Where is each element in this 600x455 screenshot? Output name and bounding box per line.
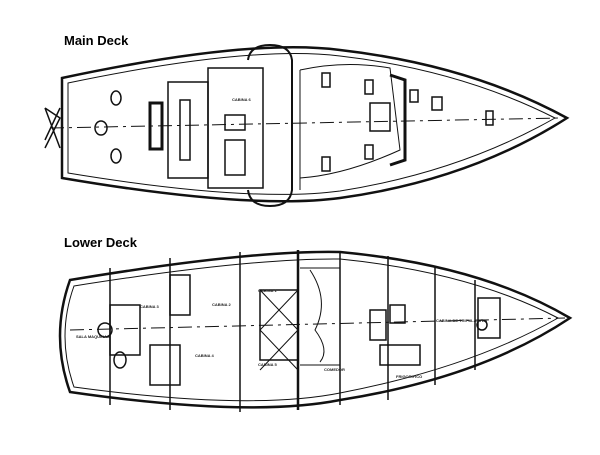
label-cabin-3: CABINA 3 <box>140 304 160 309</box>
main-deck-title: Main Deck <box>64 33 129 48</box>
label-fridge: FRIGORIFICO <box>396 374 422 379</box>
label-cabin-5: CABINA 5 <box>258 362 278 367</box>
deckhouse <box>167 81 209 179</box>
main-centerline <box>49 117 561 129</box>
lower-deck-plan: SALA MAQUINAS CABINA 1 CABINA 2 CABINA 3… <box>58 250 573 412</box>
label-engine-room: SALA MAQUINAS <box>76 334 110 339</box>
main-hull-inner <box>67 53 557 195</box>
main-hull-outline <box>60 45 570 203</box>
lower-deck-title: Lower Deck <box>64 235 137 250</box>
label-cabin-2: CABINA 2 <box>212 302 232 307</box>
label-crew-cabin: CABINA DE TRIPULANTES <box>436 318 488 323</box>
label-cabin-6: CABINA 6 <box>232 97 252 102</box>
stern-davit <box>44 107 61 149</box>
label-cabin-4: CABINA 4 <box>195 353 215 358</box>
label-cabin-1: CABINA 1 <box>258 288 278 293</box>
main-deck-plan: CABINA 6 <box>44 43 570 208</box>
label-dining: COMEDOR <box>324 367 345 372</box>
